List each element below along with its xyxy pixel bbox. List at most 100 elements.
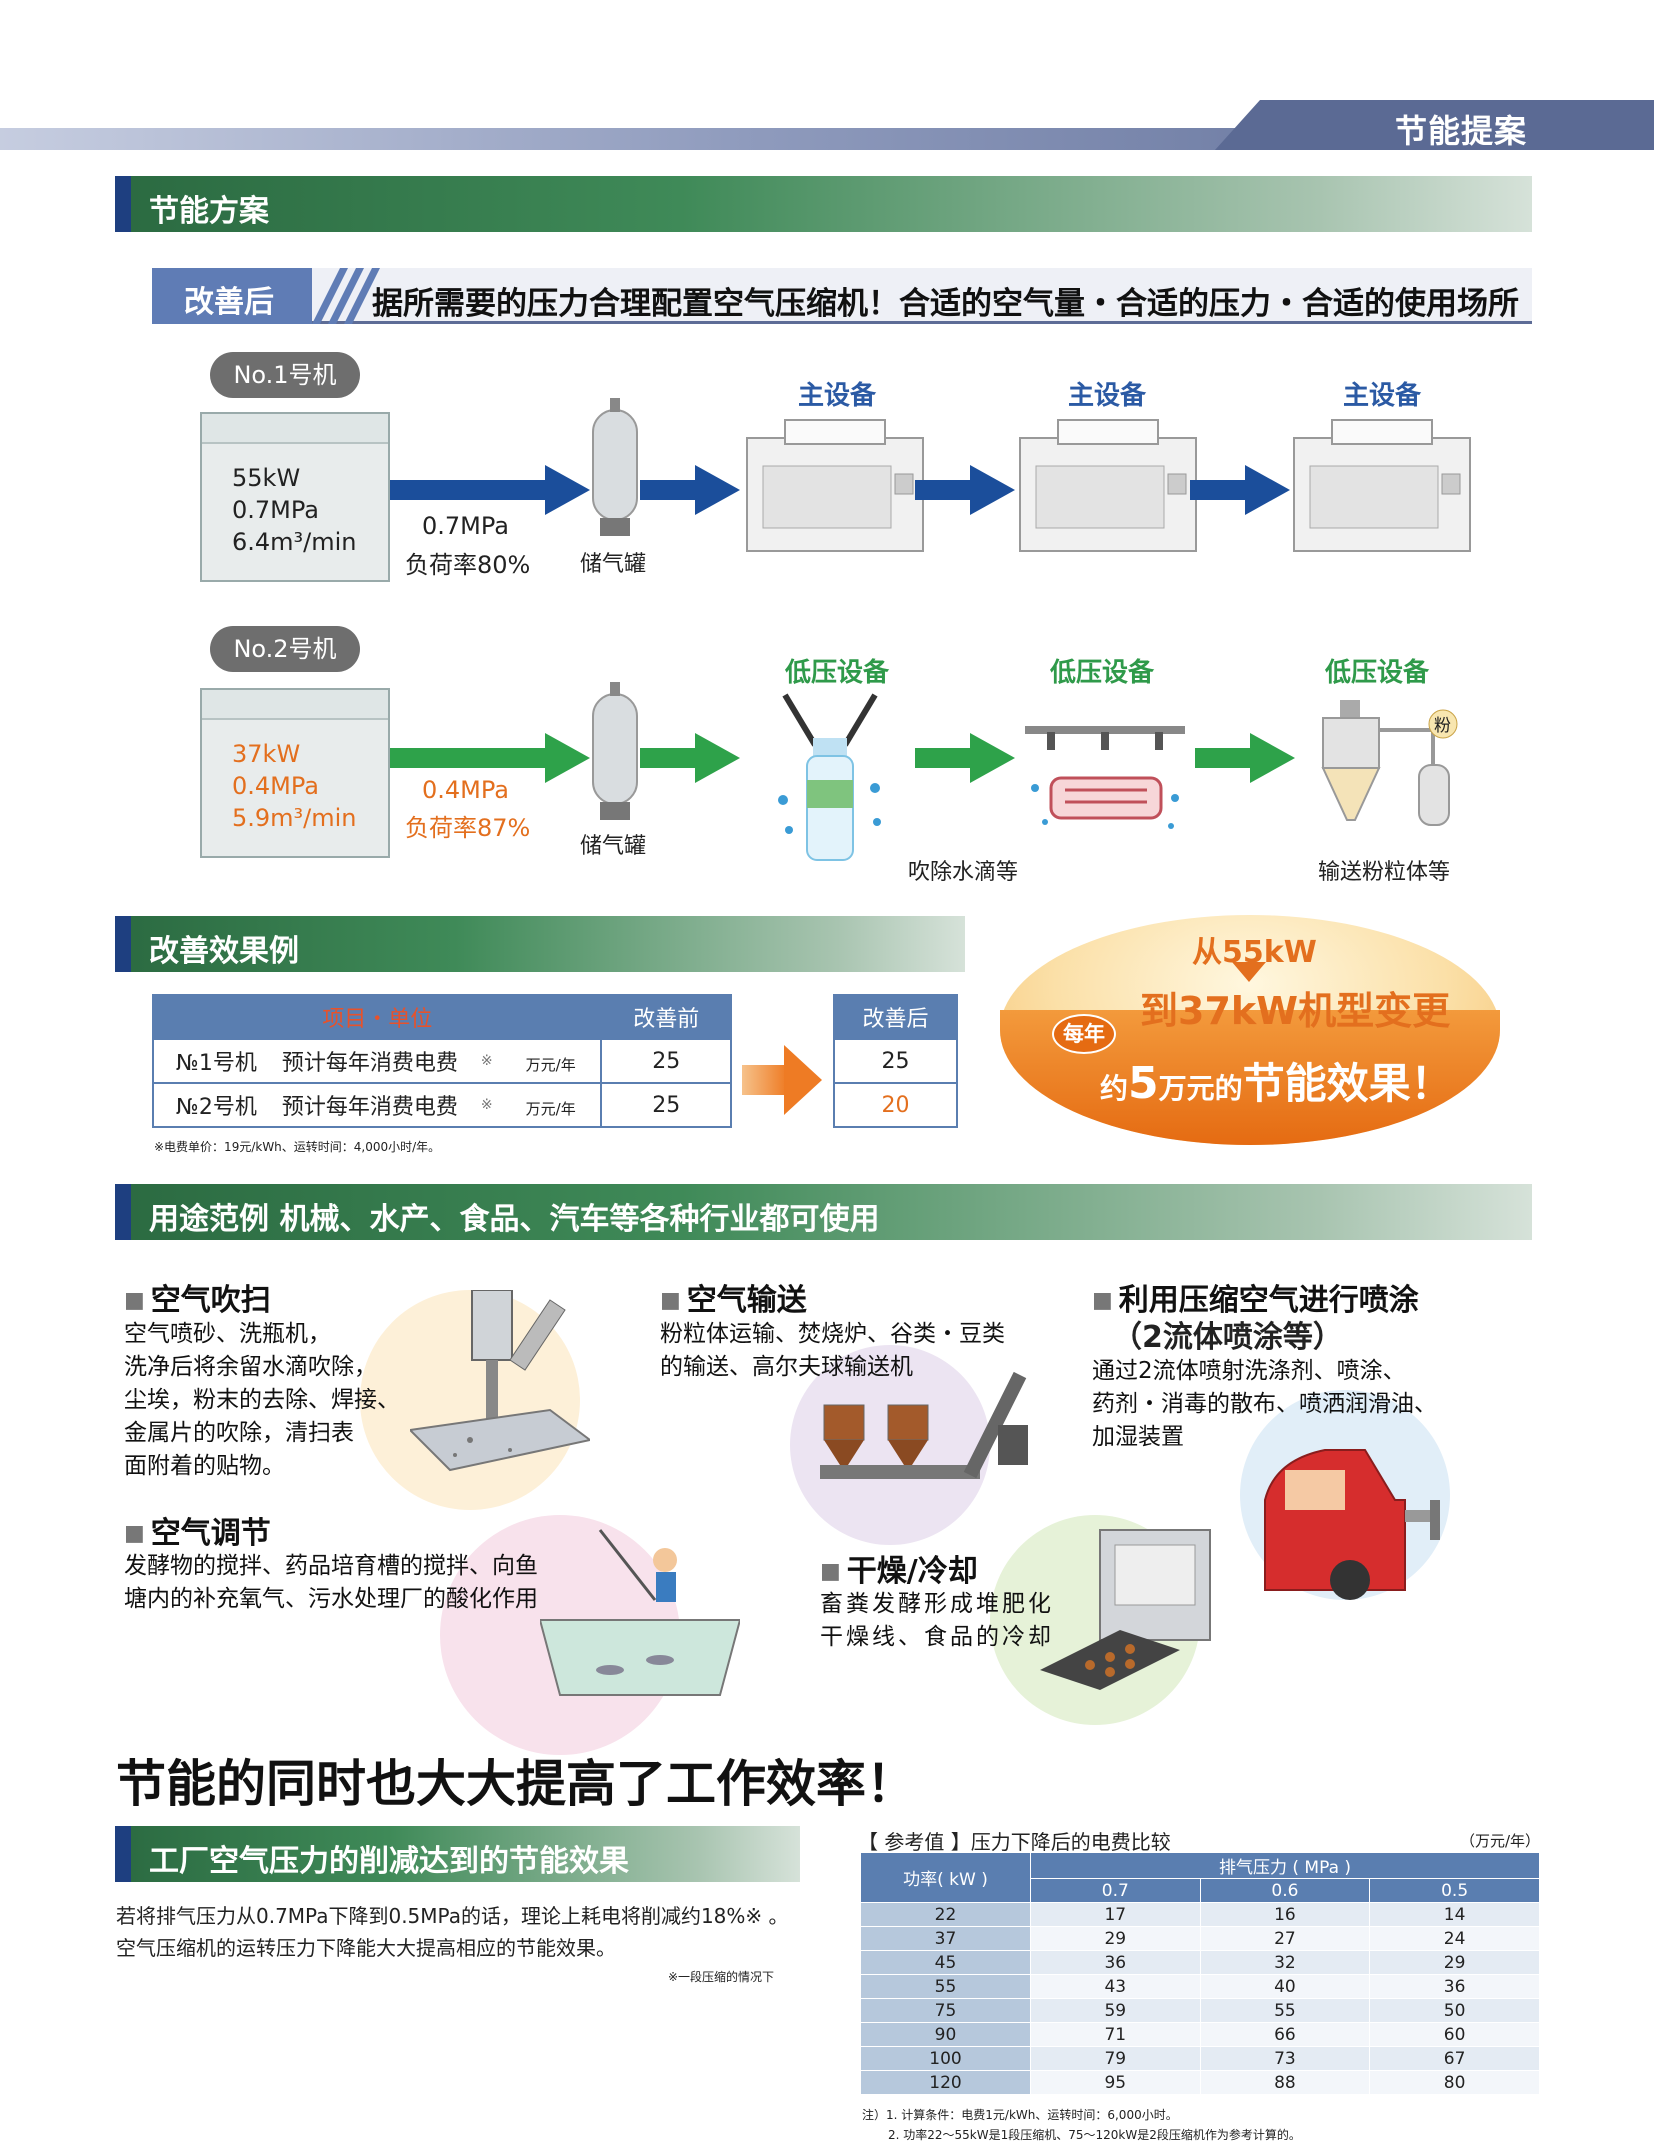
tank-1-label: 储气罐 <box>580 552 647 577</box>
bottle-blow-icon <box>778 693 881 861</box>
app4-line: 发酵物的搅拌、药品培育槽的搅拌、向鱼 <box>124 1553 538 1579</box>
caption-water: 吹除水滴等 <box>908 860 1019 885</box>
ref-th-pressure: 排气压力 ( MPa ) <box>1030 1852 1540 1879</box>
app4-text: 发酵物的搅拌、药品培育槽的搅拌、向鱼 塘内的补充氧气、污水处理厂的酸化作用 <box>124 1550 538 1616</box>
main-equipment-1-icon <box>746 419 924 552</box>
ref-cell-value: 40 <box>1199 1974 1371 1999</box>
ref-cell-power: 37 <box>860 1926 1031 1951</box>
air-transport-icon <box>820 1371 1028 1479</box>
effect-table-after: 改善后 25 20 <box>833 994 958 1128</box>
section-apps-title: 用途范例 机械、水产、食品、汽车等各种行业都可使用 <box>149 1202 880 1237</box>
ref-cell-value: 95 <box>1030 2070 1201 2095</box>
arrow-blue-4-icon <box>1190 465 1290 515</box>
arrow-blue-2-icon <box>640 465 740 515</box>
arrow-blue-1-icon <box>390 465 590 515</box>
ref-cell-value: 32 <box>1199 1950 1371 1975</box>
machine-2-spec-pressure: 0.4MPa <box>232 772 319 800</box>
app2-head: 空气输送 <box>660 1275 807 1319</box>
app5-line: 干燥线、食品的冷却 <box>820 1624 1054 1650</box>
table-row: 25 <box>833 1038 958 1084</box>
low-equip-2-label: 低压设备 <box>1050 658 1155 688</box>
ref-cell-value: 71 <box>1030 2022 1201 2047</box>
row2-mark: ※ <box>480 1097 493 1113</box>
machine-2-spec-flow: 5.9m³/min <box>232 804 357 832</box>
ref-cell-power: 100 <box>860 2046 1031 2071</box>
ref-cell-power: 22 <box>860 1902 1031 1927</box>
improve-text: 据所需要的压力合理配置空气压缩机！合适的空气量・合适的压力・合适的使用场所 <box>372 286 1519 322</box>
header-tab: 节能提案 <box>1215 100 1654 150</box>
app3-text: 通过2流体喷射洗涤剂、喷涂、 药剂・消毒的散布、喷洒润滑油、 加湿装置 <box>1092 1355 1437 1454</box>
efficiency-text1: 若将排气压力从0.7MPa下降到0.5MPa的话，理论上耗电将削减约18%※ 。 <box>116 1904 789 1928</box>
app3-head2: （2流体喷涂等） <box>1112 1320 1343 1355</box>
low-equip-3-label: 低压设备 <box>1325 658 1430 688</box>
ref-cell-value: 55 <box>1199 1998 1371 2023</box>
main-equip-1-label: 主设备 <box>798 381 877 411</box>
app4-head: 空气调节 <box>124 1508 271 1552</box>
ref-cell-value: 14 <box>1369 1902 1540 1927</box>
improve-label: 改善后 <box>152 268 312 324</box>
ref-cell-value: 16 <box>1199 1902 1371 1927</box>
effect-table-before: 项目・单位 改善前 №1号机 预计每年消费电费 ※ 万元/年 25 №2号机 预… <box>151 994 732 1128</box>
bubble-line3: 约5万元的节能效果！ <box>1100 1050 1453 1111</box>
bubble-line3-b: 5 <box>1128 1058 1159 1109</box>
reference-title: 【 参考值 】压力下降后的电费比较 <box>858 1830 1171 1854</box>
machine-1-pill: No.1号机 <box>210 352 360 398</box>
ref-cell-value: 80 <box>1369 2070 1540 2095</box>
reference-note1: 注）1. 计算条件：电费1元/kWh、运转时间：6,000小时。 <box>862 2108 1178 2122</box>
machine-2-load-rate: 负荷率87% <box>405 814 531 842</box>
ref-cell-value: 60 <box>1369 2022 1540 2047</box>
app1-head: 空气吹扫 <box>124 1275 271 1319</box>
row1-machine: №1号机 <box>176 1051 257 1076</box>
section-apps: 用途范例 机械、水产、食品、汽车等各种行业都可使用 <box>115 1184 1532 1240</box>
ref-cell-value: 50 <box>1369 1998 1540 2023</box>
ref-cell-power: 75 <box>860 1998 1031 2023</box>
machine-2-out-pressure: 0.4MPa <box>422 776 509 804</box>
row2-machine: №2号机 <box>176 1095 257 1120</box>
ref-th-p3: 0.5 <box>1369 1878 1540 1903</box>
app1-line: 面附着的贴物。 <box>124 1453 285 1479</box>
ref-cell-value: 59 <box>1030 1998 1201 2023</box>
dryer-oven-icon <box>1040 1529 1211 1690</box>
bubble-line3-a: 约 <box>1100 1072 1129 1105</box>
main-equipment-2-icon <box>1019 419 1197 552</box>
machine-1-out-pressure: 0.7MPa <box>422 512 509 540</box>
section-efficiency-title: 工厂空气压力的削减达到的节能效果 <box>149 1844 629 1879</box>
row1-mark: ※ <box>480 1053 493 1069</box>
arrow-green-3-icon <box>915 733 1015 783</box>
arrow-green-4-icon <box>1195 733 1295 783</box>
effect-note: ※电费单价：19元/kWh、运转时间：4,000小时/年。 <box>154 1140 441 1154</box>
machine-1-spec-flow: 6.4m³/min <box>232 528 357 556</box>
machine-1-spec-power: 55kW <box>232 464 301 492</box>
row2-after: 20 <box>833 1082 958 1128</box>
ref-cell-value: 43 <box>1030 1974 1201 1999</box>
app3-head: 利用压缩空气进行喷涂 <box>1092 1275 1419 1319</box>
row2-desc: 预计每年消费电费 <box>281 1095 458 1120</box>
app2-text: 粉粒体运输、焚烧炉、谷类・豆类 的输送、高尔夫球输送机 <box>660 1318 1005 1384</box>
table-row: №1号机 预计每年消费电费 ※ 万元/年 25 <box>151 1038 732 1084</box>
ref-cell-value: 17 <box>1030 1902 1201 1927</box>
bubble-line3-d: 节能效果！ <box>1242 1059 1453 1108</box>
ref-cell-value: 29 <box>1030 1926 1201 1951</box>
ref-cell-value: 88 <box>1199 2070 1371 2095</box>
app1-line: 尘埃，粉末的去除、焊接、 <box>124 1387 400 1413</box>
th-after: 改善后 <box>833 994 958 1040</box>
reference-note2: 2. 功率22～55kW是1段压缩机、75～120kW是2段压缩机作为参考计算的… <box>888 2128 1301 2142</box>
app5-head: 干燥/冷却 <box>820 1546 978 1590</box>
main-equip-3-label: 主设备 <box>1343 381 1422 411</box>
ref-cell-value: 67 <box>1369 2046 1540 2071</box>
efficiency-headline: 节能的同时也大大提高了工作效率！ <box>116 1755 916 1813</box>
section-plan-title: 节能方案 <box>149 194 269 229</box>
section-plan: 节能方案 <box>115 176 1532 232</box>
ref-cell-value: 24 <box>1369 1926 1540 1951</box>
reference-unit: （万元/年） <box>1460 1832 1541 1850</box>
powder-tag: 粉 <box>1434 716 1451 736</box>
row1-desc: 预计每年消费电费 <box>281 1051 458 1076</box>
th-item: 项目・单位 <box>151 994 603 1040</box>
arrow-orange-icon <box>742 1045 822 1115</box>
slashes-icon <box>312 268 380 324</box>
